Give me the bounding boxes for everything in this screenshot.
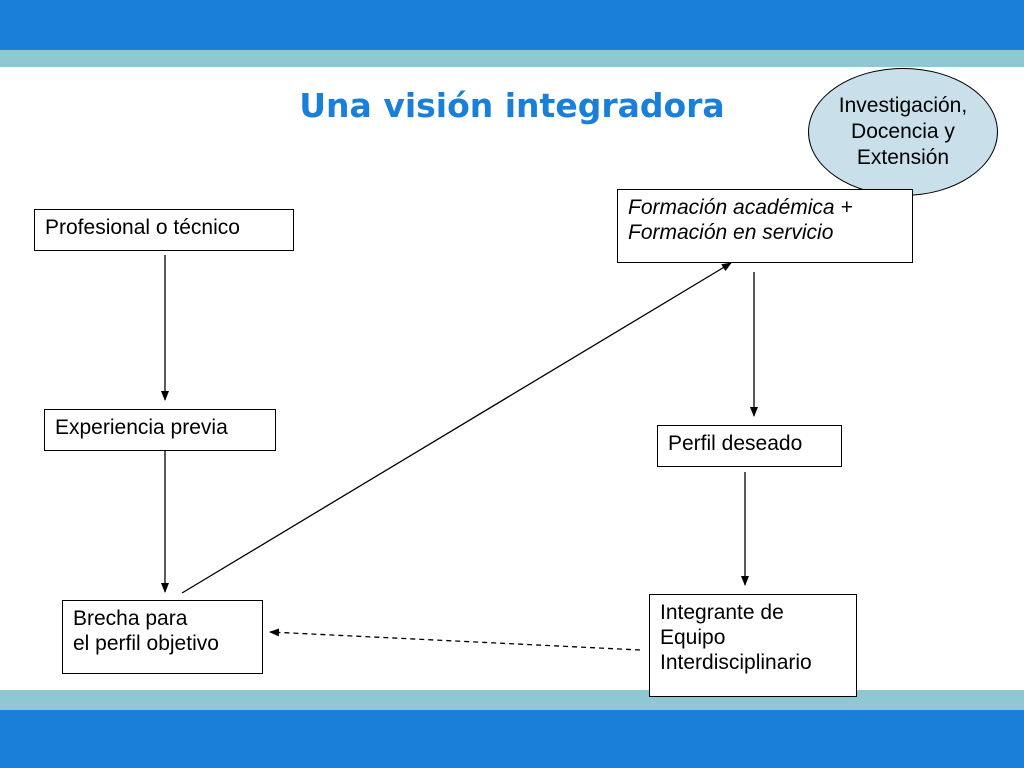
top-banner xyxy=(0,0,1024,50)
node-label-line: Formación académica + xyxy=(628,196,853,219)
node-perfil-deseado: Perfil deseado xyxy=(657,425,842,467)
node-profesional-o-tecnico: Profesional o técnico xyxy=(34,209,294,251)
node-label: Profesional o técnico xyxy=(45,216,240,239)
node-label-line: Formación en servicio xyxy=(628,221,834,244)
ellipse-line: Docencia y xyxy=(851,120,955,143)
node-label-line: Equipo xyxy=(660,626,726,649)
top-accent-stripe xyxy=(0,50,1024,67)
slide-title: Una visión integradora xyxy=(299,86,725,125)
dashed-arrow-integrante-to-brecha xyxy=(269,628,641,651)
node-label: Perfil deseado xyxy=(668,432,803,455)
node-label-line: Integrante de xyxy=(660,601,784,624)
node-experiencia-previa: Experiencia previa xyxy=(44,409,276,451)
bottom-banner xyxy=(0,710,1024,768)
node-label: Experiencia previa xyxy=(55,416,228,439)
ellipse-line: Investigación, xyxy=(838,94,968,117)
node-label-line: Brecha para xyxy=(73,607,188,630)
node-label-line: el perfil objetivo xyxy=(73,632,219,655)
node-integrante-equipo: Integrante de Equipo Interdisciplinario xyxy=(649,594,857,697)
node-brecha-perfil-objetivo: Brecha para el perfil objetivo xyxy=(62,600,263,674)
ellipse-line: Extensión xyxy=(856,146,950,169)
ellipse-investigacion-docencia-extension: Investigación, Docencia y Extensión xyxy=(808,68,998,196)
node-formacion: Formación académica + Formación en servi… xyxy=(617,189,913,263)
node-label-line: Interdisciplinario xyxy=(660,651,812,674)
arrow-brecha-to-formacion xyxy=(181,262,732,594)
